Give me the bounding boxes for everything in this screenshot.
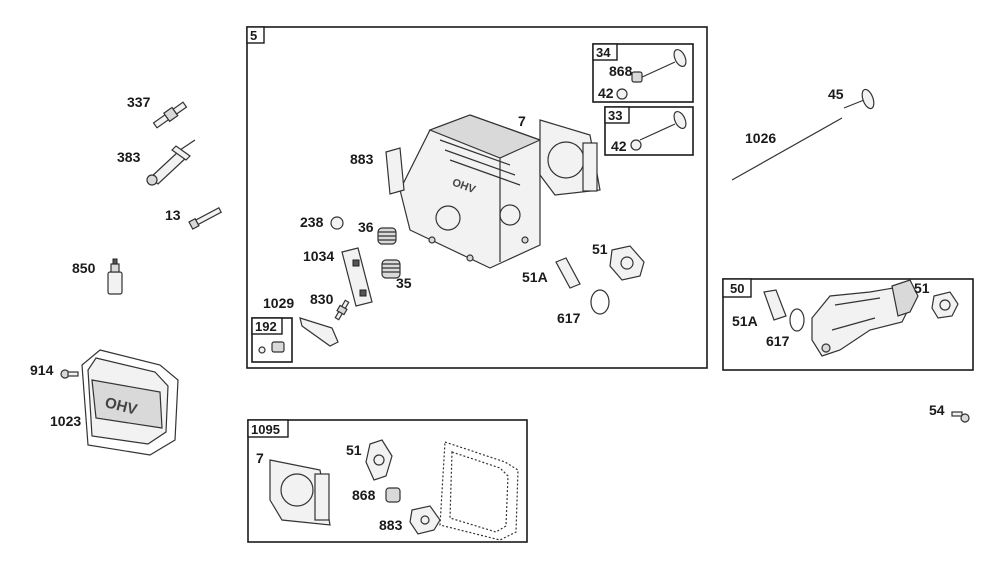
sealant-tube-part <box>107 258 123 295</box>
callout-850: 850 <box>72 260 96 276</box>
adjuster-part <box>258 341 285 354</box>
callout-42-a: 42 <box>598 85 614 101</box>
callout-337: 337 <box>127 94 151 110</box>
callout-54: 54 <box>929 402 945 418</box>
callout-617-head: 617 <box>557 310 581 326</box>
callout-868-kit: 868 <box>352 487 376 503</box>
callout-1023: 1023 <box>50 413 81 429</box>
callout-830: 830 <box>310 291 334 307</box>
exhaust-valve-part <box>616 48 687 100</box>
valve-cover-part: OHV <box>81 349 179 456</box>
callout-42-b: 42 <box>611 138 627 154</box>
head-gasket-part <box>539 119 601 196</box>
callout-1034: 1034 <box>303 248 334 264</box>
valve-45-part <box>843 88 875 110</box>
screw-54-part <box>951 411 970 423</box>
gasket-883-part <box>385 147 405 195</box>
valve-spring-36-part <box>377 227 397 245</box>
ignition-armature-part <box>146 139 196 186</box>
manifold-part <box>811 279 919 357</box>
gasket-51-head-part <box>609 245 645 281</box>
callout-51-manifold: 51 <box>914 280 930 296</box>
callout-7-head: 7 <box>518 113 526 129</box>
callout-883-kit: 883 <box>379 517 403 533</box>
valve-spring-35-part <box>381 259 401 279</box>
stud-830-part <box>334 299 350 321</box>
group-1095-label: 1095 <box>251 422 280 437</box>
rocker-plate-part <box>341 247 373 307</box>
callout-914: 914 <box>30 362 54 378</box>
callout-35: 35 <box>396 275 412 291</box>
screw-part <box>60 369 79 379</box>
callout-51-head: 51 <box>592 241 608 257</box>
callout-36: 36 <box>358 219 374 235</box>
o-ring-617-manifold-part <box>789 308 805 332</box>
group-33-frame: 33 <box>604 106 694 156</box>
callout-13: 13 <box>165 207 181 223</box>
cylinder-head-part: OHV <box>399 114 542 269</box>
spark-plug-part <box>152 101 188 129</box>
head-gasket-kit-part <box>269 459 331 526</box>
o-ring-617-head-part <box>590 289 610 315</box>
valve-cap-part <box>330 216 344 230</box>
rocker-arm-part <box>299 317 339 347</box>
group-5-label: 5 <box>250 28 257 43</box>
callout-883-head: 883 <box>350 151 374 167</box>
group-192-frame: 192 <box>251 317 293 363</box>
gasket-883-kit-part <box>409 505 441 535</box>
callout-1029: 1029 <box>263 295 294 311</box>
gasket-51-manifold-part <box>931 291 959 319</box>
group-33-label: 33 <box>608 108 622 123</box>
callout-51-kit: 51 <box>346 442 362 458</box>
callout-1026: 1026 <box>745 130 776 146</box>
group-50-frame: 50 <box>722 278 974 371</box>
callout-617-manifold: 617 <box>766 333 790 349</box>
callout-238: 238 <box>300 214 324 230</box>
group-5-frame: 5 <box>246 26 708 369</box>
group-50-label: 50 <box>730 281 744 296</box>
callout-51A-head: 51A <box>522 269 548 285</box>
gasket-51-kit-part <box>365 439 393 481</box>
push-rod-part <box>731 117 843 181</box>
seal-868-kit-part <box>385 487 401 503</box>
group-1095-frame: 1095 <box>247 419 528 543</box>
intake-valve-part <box>630 110 687 151</box>
group-34-label: 34 <box>596 45 611 60</box>
group-34-frame: 34 <box>592 43 694 103</box>
callout-51A-manifold: 51A <box>732 313 758 329</box>
group-192-label: 192 <box>255 319 277 334</box>
callout-383: 383 <box>117 149 141 165</box>
gasket-51A-head-part <box>555 257 581 289</box>
cover-gasket-kit-part <box>439 441 519 541</box>
callout-868-valve: 868 <box>609 63 633 79</box>
gasket-51A-manifold-part <box>763 289 787 321</box>
callout-7-kit: 7 <box>256 450 264 466</box>
bolt-part <box>188 207 222 230</box>
callout-45: 45 <box>828 86 844 102</box>
